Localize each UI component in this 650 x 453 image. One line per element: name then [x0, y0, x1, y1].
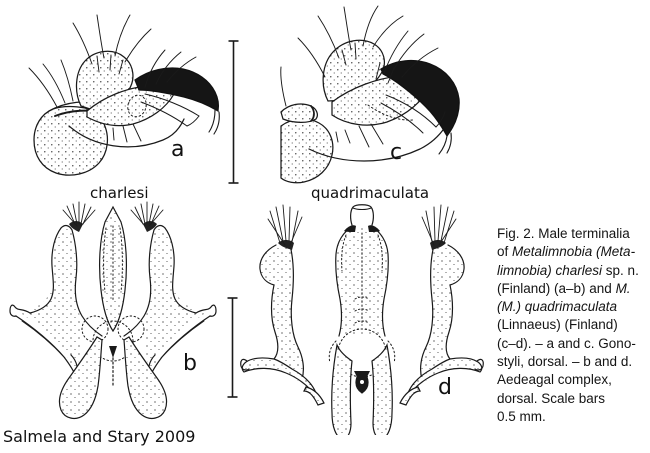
caption-line: (c–d). – a and c. Gono-: [497, 335, 636, 351]
caption-line: of Metalimnobia (Meta-: [497, 244, 636, 260]
species-label-quadrimaculata: quadrimaculata: [311, 184, 430, 202]
aedeagal-complex-charlesi-drawing: [9, 201, 217, 420]
attribution: Salmela and Stary 2009: [3, 427, 196, 446]
caption-line: styli, dorsal. – b and d.: [497, 354, 633, 370]
caption-line: (Finland) (a–b) and M.: [497, 280, 631, 296]
scale-bar-bottom: [227, 297, 238, 398]
species-label-charlesi: charlesi: [90, 184, 149, 202]
caption-line: limnobia) charlesi sp. n.: [497, 262, 639, 278]
gonostylus-quadrimaculata-drawing: [280, 5, 460, 184]
panel-label-b: b: [183, 351, 197, 376]
aedeagal-complex-quadrimaculata-drawing: [240, 204, 484, 435]
panel-label-a: a: [171, 137, 185, 162]
caption-line: dorsal. Scale bars: [497, 390, 606, 406]
panel-label-d: d: [438, 375, 452, 400]
scale-bar-top: [228, 40, 239, 184]
caption-line: (Linnaeus) (Finland): [497, 317, 618, 333]
caption-line: (M.) quadrimaculata: [497, 299, 618, 315]
caption-line: 0.5 mm.: [497, 408, 546, 424]
caption-line: Fig. 2. Male terminalia: [497, 226, 630, 241]
gonostylus-charlesi-drawing: [28, 14, 220, 176]
figure-caption: Fig. 2. Male terminalia of Metalimnobia (…: [497, 225, 649, 426]
caption-line: Aedeagal complex,: [497, 372, 612, 388]
panel-label-c: c: [390, 140, 403, 165]
